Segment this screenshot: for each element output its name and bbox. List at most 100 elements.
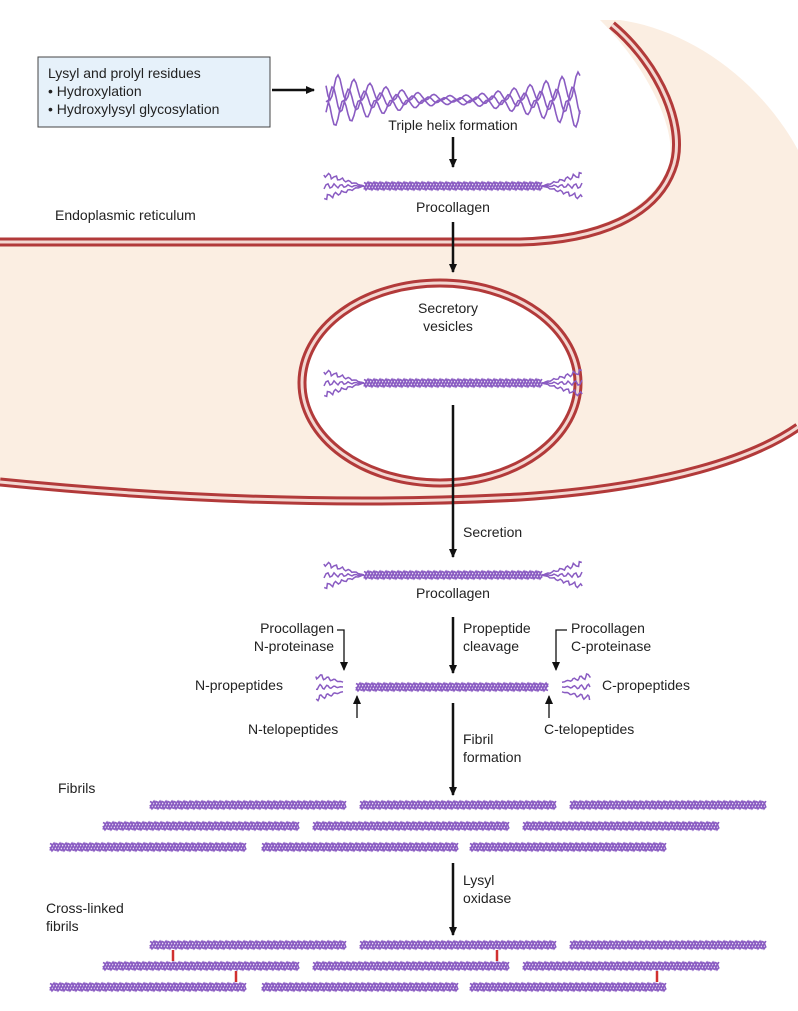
helix-strand <box>149 939 347 951</box>
info-box-item: • Hydroxylation <box>48 83 142 99</box>
fibril-molecule <box>359 939 557 951</box>
propeptide-tail <box>323 369 365 384</box>
propeptide-tail <box>315 691 344 702</box>
n-proteinase-label: N-proteinase <box>254 638 334 654</box>
propeptide-tail <box>315 674 344 683</box>
propeptide-tail <box>323 379 365 387</box>
fibril-molecule <box>312 960 510 972</box>
cell-cytoplasm <box>0 20 798 500</box>
alpha-chain <box>325 99 581 129</box>
fibril-molecule <box>261 981 459 993</box>
helix-strand <box>49 841 247 853</box>
propeptide-tail <box>541 379 583 387</box>
fibril-molecule <box>312 820 510 832</box>
helix-strand <box>149 799 347 811</box>
propeptide-tail <box>561 683 591 691</box>
fibril-molecule <box>149 799 347 811</box>
propeptide-cleavage-label: Propeptide <box>463 620 531 636</box>
propeptide-tail <box>323 571 365 579</box>
tropocollagen <box>355 681 549 693</box>
fibril-molecule <box>49 981 247 993</box>
propeptide-tail <box>561 673 592 683</box>
fibril-formation-label: formation <box>463 749 521 765</box>
helix-strand <box>312 960 510 972</box>
propeptide-tail <box>315 683 344 691</box>
helix-strand <box>359 799 557 811</box>
fibril-rows <box>49 799 767 993</box>
fibril-formation-label: Fibril <box>463 731 493 747</box>
helix-strand <box>569 939 767 951</box>
helix-strand <box>569 799 767 811</box>
n-propeptides <box>315 674 344 702</box>
triple-helix-label: Triple helix formation <box>388 117 517 133</box>
propeptide-tail <box>541 185 583 200</box>
vesicle-label: Secretory <box>418 300 478 316</box>
fibril-molecule <box>522 820 720 832</box>
c-proteinase-arrow <box>552 629 567 671</box>
fibrils-label: Fibrils <box>58 780 95 796</box>
helix-strand <box>49 841 247 853</box>
c-propeptides-label: C-propeptides <box>602 677 690 693</box>
info-box-heading: Lysyl and prolyl residues <box>48 65 201 81</box>
helix-strand <box>261 841 459 853</box>
vesicle-label: vesicles <box>423 318 473 334</box>
procollagen-out-label: Procollagen <box>416 585 490 601</box>
helix-strand <box>312 820 510 832</box>
helix-strand <box>355 681 549 693</box>
helix-strand <box>102 960 300 972</box>
helix-strand <box>261 981 459 993</box>
propeptide-tail <box>541 171 583 187</box>
propeptide-tail <box>541 571 583 579</box>
helix-strand <box>261 981 459 993</box>
procollagen-secreted <box>323 560 583 590</box>
cross-linked-label: Cross-linked <box>46 900 124 916</box>
secretion-label: Secretion <box>463 524 522 540</box>
propeptide-tail <box>323 185 365 201</box>
c-propeptides <box>561 673 592 701</box>
propeptide-tail <box>541 368 583 384</box>
fibril-molecule <box>569 799 767 811</box>
n-proteinase-arrow <box>337 629 348 671</box>
info-box-item: • Hydroxylysyl glycosylation <box>48 101 219 117</box>
c-telopeptides-label: C-telopeptides <box>544 721 634 737</box>
helix-strand <box>49 981 247 993</box>
propeptide-tail <box>323 172 365 187</box>
info-box <box>37 56 271 128</box>
propeptide-tail <box>323 574 365 590</box>
lysyl-oxidase-label: oxidase <box>463 890 511 906</box>
alpha-chain <box>325 85 581 115</box>
helix-strand <box>363 569 543 581</box>
helix-strand <box>102 820 300 832</box>
helix-strand <box>49 981 247 993</box>
triple-helix-forming <box>325 70 581 129</box>
c-proteinase-label: Procollagen <box>571 620 645 636</box>
alpha-chain <box>325 70 581 102</box>
fibril-molecule <box>102 960 300 972</box>
fibril-molecule <box>469 841 667 853</box>
helix-strand <box>469 841 667 853</box>
helix-strand <box>149 799 347 811</box>
fibril-molecule <box>522 960 720 972</box>
helix-strand <box>469 841 667 853</box>
n-telopeptides-label: N-telopeptides <box>248 721 338 737</box>
n-proteinase-label: Procollagen <box>260 620 334 636</box>
helix-strand <box>312 820 510 832</box>
fibril-molecule <box>569 939 767 951</box>
propeptide-tail <box>541 560 583 576</box>
er-label: Endoplasmic reticulum <box>55 207 196 223</box>
fibril-molecule <box>102 820 300 832</box>
helix-strand <box>522 960 720 972</box>
cross-linked-fibrils <box>49 939 767 993</box>
fibril-molecule <box>49 841 247 853</box>
helix-strand <box>261 841 459 853</box>
helix-strand <box>359 939 557 951</box>
n-propeptides-label: N-propeptides <box>195 677 283 693</box>
fibrils <box>49 799 767 853</box>
c-proteinase-label: C-proteinase <box>571 638 651 654</box>
helix-strand <box>312 960 510 972</box>
helix-strand <box>522 960 720 972</box>
cross-linked-label: fibrils <box>46 918 79 934</box>
helix-strand <box>363 569 543 581</box>
